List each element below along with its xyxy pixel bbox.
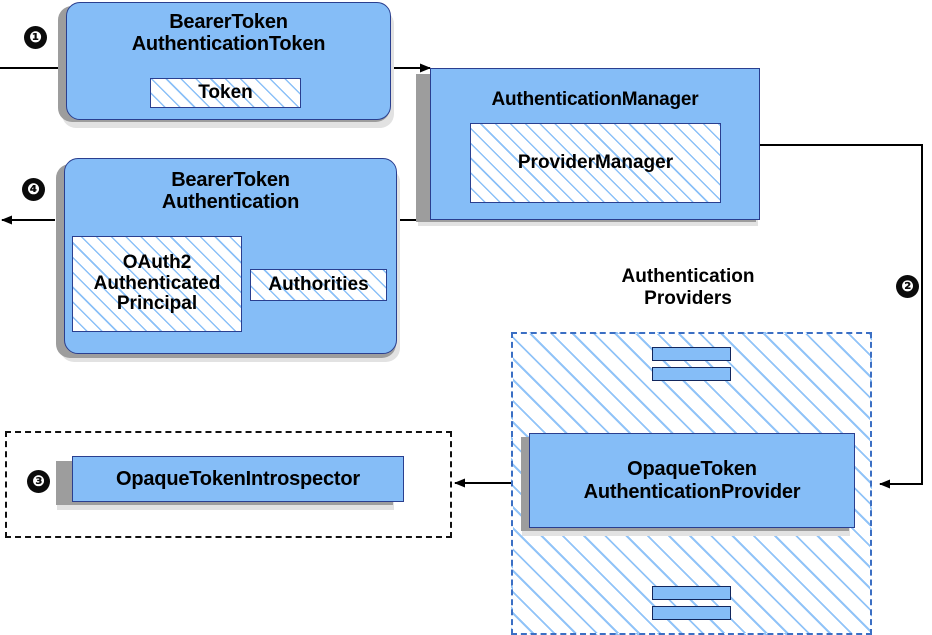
step-badge-4: ❹ xyxy=(22,178,45,201)
step-badge-3: ❸ xyxy=(27,470,50,493)
opaque-token-introspector-label: OpaqueTokenIntrospector xyxy=(116,467,360,490)
token-subbox[interactable]: Token xyxy=(150,78,301,108)
authorities-subbox[interactable]: Authorities xyxy=(250,269,387,301)
provider-bar-bottom-2 xyxy=(652,606,731,620)
bearer-token-authentication-token-label: BearerToken AuthenticationToken xyxy=(131,11,326,56)
step-badge-1: ❶ xyxy=(24,26,47,49)
oauth2-authenticated-principal-subbox[interactable]: OAuth2 Authenticated Principal xyxy=(72,236,242,332)
connector-manager-to-provider xyxy=(760,144,923,489)
bearer-token-authentication-label: BearerToken Authentication xyxy=(161,169,300,214)
authentication-providers-caption: Authentication Providers xyxy=(621,266,755,309)
authentication-manager-label: AuthenticationManager xyxy=(491,89,699,110)
opaque-token-introspector[interactable]: OpaqueTokenIntrospector xyxy=(72,456,404,502)
provider-manager-subbox[interactable]: ProviderManager xyxy=(470,123,721,203)
step-badge-2: ❷ xyxy=(896,275,919,298)
introspector-region xyxy=(5,431,452,538)
provider-bar-bottom-1 xyxy=(652,586,731,600)
opaque-token-authentication-provider-label: OpaqueToken AuthenticationProvider xyxy=(583,458,801,503)
opaque-token-authentication-provider[interactable]: OpaqueToken AuthenticationProvider xyxy=(529,433,855,528)
provider-bar-top-1 xyxy=(652,347,731,361)
provider-bar-top-2 xyxy=(652,367,731,381)
